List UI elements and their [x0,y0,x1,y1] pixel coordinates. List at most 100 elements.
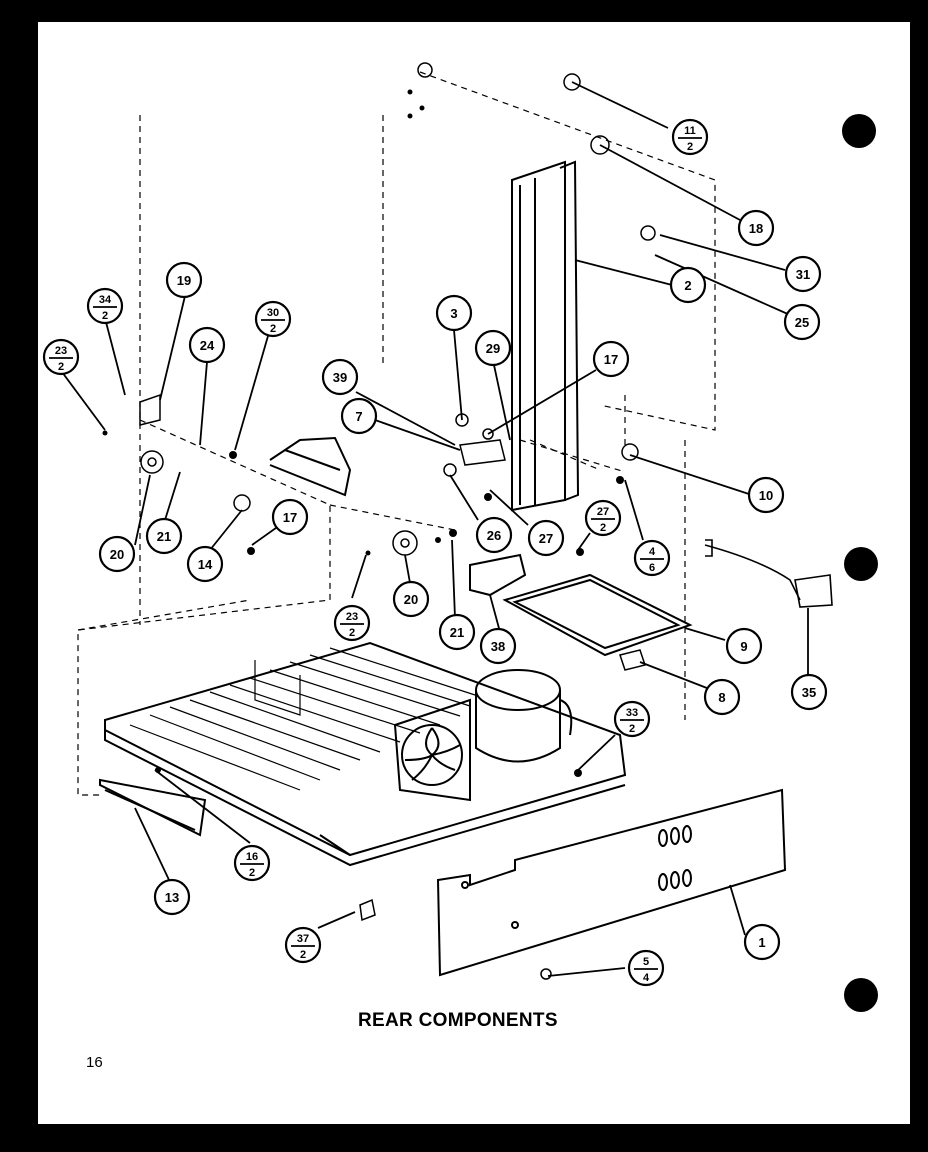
hardware-parts [139,62,656,980]
callout-label: 2 [102,310,108,322]
callout-c18: 18 [737,209,775,247]
callout-c20a: 20 [98,535,136,573]
dashed-guides [77,71,716,796]
callout-label: 27 [597,506,609,518]
callout-label: 2 [684,278,691,293]
callout-c21b: 21 [438,613,476,651]
drain-pan [502,573,693,657]
callout-c10: 10 [747,476,785,514]
callout-circle [271,498,309,536]
callout-label: 2 [300,949,306,961]
callout-c9: 9 [725,627,763,665]
callout-label: 1 [758,935,765,950]
callout-circle [475,516,513,554]
punch-holes [842,114,878,1012]
callout-c38: 38 [479,627,517,665]
callout-circle [86,287,124,325]
callout-c14: 14 [186,545,224,583]
callout-circle [790,673,828,711]
callout-c39: 39 [321,358,359,396]
callout-c31: 31 [784,255,822,293]
callout-circle [627,949,665,987]
callout-c37-2: 372 [284,926,322,964]
callout-label: 8 [718,690,725,705]
callout-label: 25 [795,315,809,330]
callout-c7: 7 [340,397,378,435]
callout-circle [671,118,709,156]
callout-label: 17 [604,352,618,367]
callout-label: 31 [796,267,810,282]
callout-circle [725,627,763,665]
callout-label: 2 [600,522,606,534]
callout-c1: 1 [743,923,781,961]
callout-circle [188,326,226,364]
callout-label: 16 [246,851,258,863]
callout-c17b: 17 [271,498,309,536]
callout-label: 29 [486,341,500,356]
callout-label: 37 [297,933,309,945]
callout-circle [747,476,785,514]
callout-circle [474,329,512,367]
callout-c24: 24 [188,326,226,364]
callout-c2: 2 [669,266,707,304]
callout-c30-2: 302 [254,300,292,338]
callout-circle [479,627,517,665]
page-number: 16 [86,1054,103,1071]
callout-c8: 8 [703,678,741,716]
drain-bracket [469,553,527,597]
callout-label: 19 [177,273,191,288]
callout-label: 2 [629,723,635,735]
callout-c17a: 17 [592,340,630,378]
callout-c20b: 20 [392,580,430,618]
callout-label: 2 [270,323,276,335]
power-cord [704,539,833,608]
callout-label: 23 [55,345,67,357]
callout-circle [613,700,651,738]
callout-label: 21 [157,529,171,544]
callout-c4-6: 46 [633,539,671,577]
callout-c23-2b: 232 [333,604,371,642]
shroud-part [269,436,352,497]
callout-label: 24 [200,338,215,353]
callout-circle [153,878,191,916]
compressor [475,669,573,763]
callout-circle [333,604,371,642]
callout-label: 6 [649,562,655,574]
punch-hole [844,978,878,1012]
callout-label: 34 [99,294,112,306]
drawing-lines [61,62,833,980]
callout-label: 20 [404,592,418,607]
rear-access-panel [436,788,787,977]
callout-circle [438,613,476,651]
callout-label: 27 [539,531,553,546]
callout-circle [703,678,741,716]
callout-circle [233,844,271,882]
callout-c27: 27 [527,519,565,557]
callout-label: 3 [450,306,457,321]
callout-label: 2 [349,627,355,639]
vertical-channel-part [511,160,580,512]
callout-c16-2: 162 [233,844,271,882]
callout-c5-4: 54 [627,949,665,987]
leader-lines [61,81,809,977]
callout-label: 14 [198,557,213,572]
callout-c21a: 21 [145,517,183,555]
callout-label: 4 [649,546,656,558]
callout-circle [392,580,430,618]
callout-circle [737,209,775,247]
callout-circle [633,539,671,577]
base-platform [104,641,627,867]
callout-label: 18 [749,221,763,236]
callout-circle [743,923,781,961]
callout-circle [784,255,822,293]
condenser-coils [129,647,476,791]
callout-label: 39 [333,370,347,385]
callout-c26: 26 [475,516,513,554]
callout-label: 9 [740,639,747,654]
callout-circle [669,266,707,304]
callout-c27-2: 272 [584,499,622,537]
callout-circle [42,338,80,376]
callout-label: 5 [643,956,649,968]
callout-label: 20 [110,547,124,562]
